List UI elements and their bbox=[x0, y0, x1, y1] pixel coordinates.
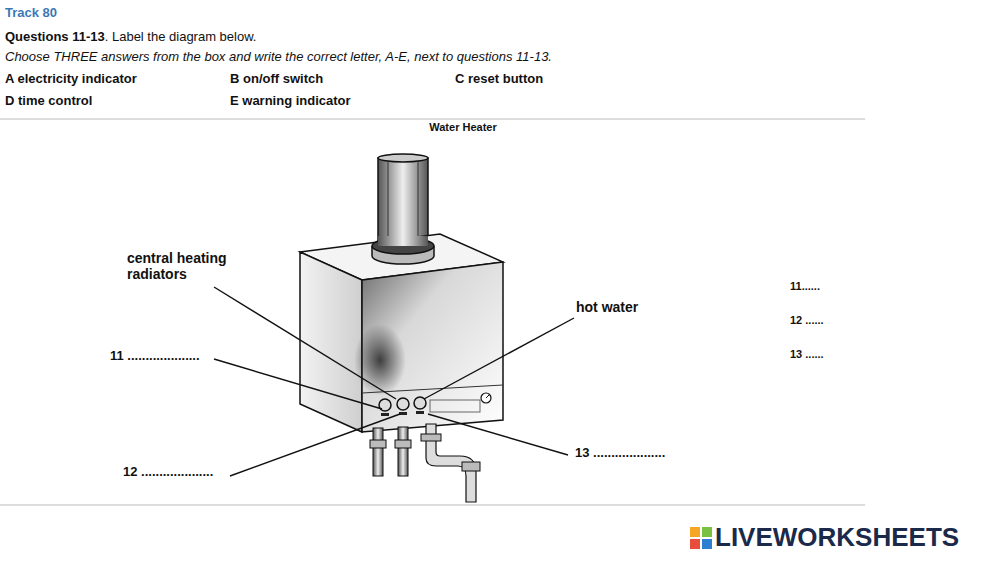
track-number: Track 80 bbox=[5, 5, 57, 21]
leader-line bbox=[214, 287, 396, 399]
answer-blank: 12 ...... bbox=[790, 314, 824, 327]
answer-blank: 13 ...... bbox=[790, 348, 824, 361]
part-label: hot water bbox=[576, 299, 638, 316]
flue-collar bbox=[372, 236, 434, 264]
answer-option: D time control bbox=[5, 93, 92, 109]
callout-number: 13 .................... bbox=[575, 445, 665, 461]
flue-pipe bbox=[378, 154, 428, 242]
answer-option: A electricity indicator bbox=[5, 71, 137, 87]
logo-icon bbox=[690, 527, 712, 549]
instruction: . Label the diagram below. bbox=[105, 29, 257, 45]
question-range: Questions 11-13 bbox=[5, 29, 105, 45]
leader-line bbox=[214, 359, 382, 409]
diagram-title: Water Heater bbox=[429, 121, 496, 134]
leader-line bbox=[428, 414, 568, 455]
part-label: central heating radiators bbox=[127, 250, 262, 282]
answer-blank: 11...... bbox=[790, 280, 820, 293]
water-pipes bbox=[370, 424, 480, 502]
logo-text: LIVEWORKSHEETS bbox=[715, 522, 959, 553]
answer-option: C reset button bbox=[455, 71, 543, 87]
rule bbox=[0, 119, 865, 120]
answer-option: E warning indicator bbox=[230, 93, 351, 109]
callout-number: 12 .................... bbox=[123, 464, 213, 480]
heater-casing bbox=[300, 234, 503, 432]
leader-lines bbox=[214, 287, 574, 476]
leader-line bbox=[230, 414, 400, 476]
leader-line bbox=[424, 318, 574, 399]
answer-option: B on/off switch bbox=[230, 71, 323, 87]
instruction: Choose THREE answers from the box and wr… bbox=[5, 49, 552, 65]
callout-number: 11 .................... bbox=[110, 348, 200, 364]
rule bbox=[0, 505, 865, 506]
control-knobs bbox=[379, 393, 491, 416]
